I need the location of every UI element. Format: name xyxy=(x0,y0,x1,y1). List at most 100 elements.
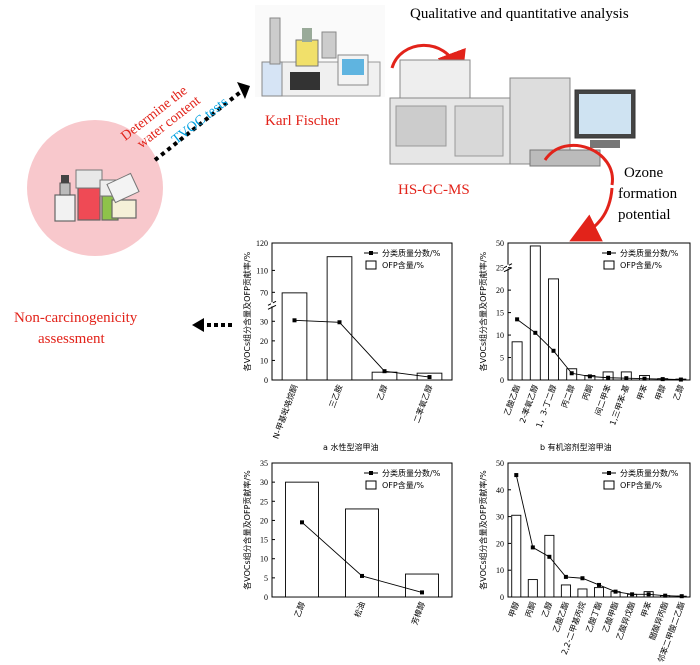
mass-point xyxy=(547,554,552,559)
mass-point xyxy=(606,375,611,380)
x-tick-label: 乙醇 xyxy=(292,600,307,618)
y-tick-label: 5 xyxy=(500,354,504,363)
x-tick-label: 丙酮 xyxy=(524,601,538,619)
mass-point xyxy=(563,574,568,579)
y-tick-label: 20 xyxy=(496,539,504,548)
x-tick-label: 甲苯 xyxy=(635,383,650,401)
legend-label-ofp: OFP含量/% xyxy=(382,480,424,490)
mass-line xyxy=(294,319,430,378)
mass-point xyxy=(580,576,585,581)
sample-circle xyxy=(27,120,163,256)
legend-label-ofp: OFP含量/% xyxy=(382,260,424,270)
mass-point xyxy=(530,545,535,550)
x-tick-label: 松油 xyxy=(352,600,367,618)
plot-frame xyxy=(507,462,691,598)
ofp-bar xyxy=(281,292,308,381)
mass-point xyxy=(360,573,364,578)
chart-b: 051015202550各VOCs组分含量及OFP贡献率/%乙酸乙酯2-苯氧乙醇… xyxy=(478,239,691,452)
x-tick-label: 乙醇 xyxy=(375,383,390,401)
x-tick-label: 甲苯 xyxy=(639,600,654,618)
ofp-bar xyxy=(326,256,353,381)
y-tick-label: 0 xyxy=(500,376,504,385)
legend-swatch-ofp xyxy=(365,480,377,490)
arrow-gcms-to-ozone xyxy=(543,143,614,186)
x-tick-label: 芳樟醇 xyxy=(409,600,427,626)
ofp-bar xyxy=(548,278,559,381)
ofp-bar xyxy=(594,587,605,598)
mass-point xyxy=(420,590,424,595)
y-tick-label: 0 xyxy=(500,593,504,602)
y-tick-label: 15 xyxy=(260,536,268,545)
legend-swatch-ofp xyxy=(603,480,615,490)
ofp-bar xyxy=(544,534,555,598)
ofp-bar xyxy=(560,584,571,598)
legend-label-ofp: OFP含量/% xyxy=(620,480,662,490)
ofp-bar xyxy=(371,371,398,381)
x-tick-label: 间二甲苯 xyxy=(593,383,613,416)
ofp-bar xyxy=(405,573,439,598)
mass-point xyxy=(515,317,520,322)
legend-label-mass: 分类质量分数/% xyxy=(382,468,441,478)
axis-break-mark xyxy=(267,304,277,310)
mass-point xyxy=(679,594,684,599)
mass-point xyxy=(587,374,592,379)
mass-line xyxy=(515,474,682,597)
y-tick-label: 120 xyxy=(256,239,268,248)
ofp-bar xyxy=(511,514,522,598)
mass-point xyxy=(427,375,432,380)
legend-marker-mass xyxy=(607,251,611,255)
legend-label-ofp: OFP含量/% xyxy=(620,260,662,270)
arrowhead-kf xyxy=(237,82,250,99)
legend-swatch-ofp xyxy=(365,260,377,270)
y-tick-label: 40 xyxy=(496,486,504,495)
legend-label-mass: 分类质量分数/% xyxy=(620,468,679,478)
y-tick-label: 30 xyxy=(496,513,504,522)
y-axis-label: 各VOCs组分含量及OFP贡献率/% xyxy=(242,470,252,590)
legend-swatch-ofp xyxy=(603,260,615,270)
x-tick-label: 甲醇 xyxy=(653,383,668,401)
karl-fischer-label: Karl Fischer xyxy=(265,113,340,129)
legend-marker-mass xyxy=(369,251,373,255)
dotted-arrow-to-kf xyxy=(153,88,245,162)
x-tick-label: 甲醇 xyxy=(506,600,521,618)
mass-point xyxy=(597,582,601,587)
karl-fischer-instrument-icon xyxy=(255,5,385,97)
arrowhead-noncarc xyxy=(192,318,204,332)
x-tick-label: 三乙胺 xyxy=(327,383,345,409)
mass-point xyxy=(292,318,297,323)
x-tick-label: N-甲基吡咯烷酮 xyxy=(271,383,300,440)
mass-point xyxy=(663,593,668,598)
legend-label-mass: 分类质量分数/% xyxy=(382,248,441,258)
y-tick-label: 10 xyxy=(496,566,504,575)
legend-label-mass: 分类质量分数/% xyxy=(620,248,679,258)
hs-gc-ms-instrument-icon xyxy=(389,59,636,167)
mass-line xyxy=(516,318,681,381)
mass-point xyxy=(300,520,304,525)
y-tick-label: 70 xyxy=(260,288,268,297)
mass-point xyxy=(569,371,574,376)
y-tick-label: 50 xyxy=(496,239,504,248)
mass-point xyxy=(630,592,635,597)
ozone-label-1: Ozone xyxy=(624,165,663,181)
y-tick-label: 50 xyxy=(496,459,504,468)
ofp-bar xyxy=(577,588,588,598)
y-axis-label: 各VOCs组分含量及OFP贡献率/% xyxy=(478,470,488,590)
mass-point xyxy=(642,376,647,381)
mass-point xyxy=(533,330,538,335)
y-tick-label: 110 xyxy=(256,266,268,275)
y-tick-label: 10 xyxy=(496,331,504,340)
chart-a: 010203070110120各VOCs组分含量及OFP贡献率/%N-甲基吡咯烷… xyxy=(242,239,453,452)
x-tick-label: 乙酸乙酯 xyxy=(502,383,522,416)
ozone-label-2: formation xyxy=(618,186,678,202)
y-tick-label: 0 xyxy=(264,593,268,602)
y-tick-label: 20 xyxy=(260,337,268,346)
qualitative-label: Qualitative and quantitative analysis xyxy=(410,6,629,22)
y-tick-label: 10 xyxy=(260,356,268,365)
y-tick-label: 30 xyxy=(260,317,268,326)
mass-point xyxy=(660,377,665,382)
ozone-label-3: potential xyxy=(618,207,671,223)
legend-marker-mass xyxy=(369,471,373,475)
y-tick-label: 5 xyxy=(264,574,268,583)
legend-marker-mass xyxy=(607,471,611,475)
